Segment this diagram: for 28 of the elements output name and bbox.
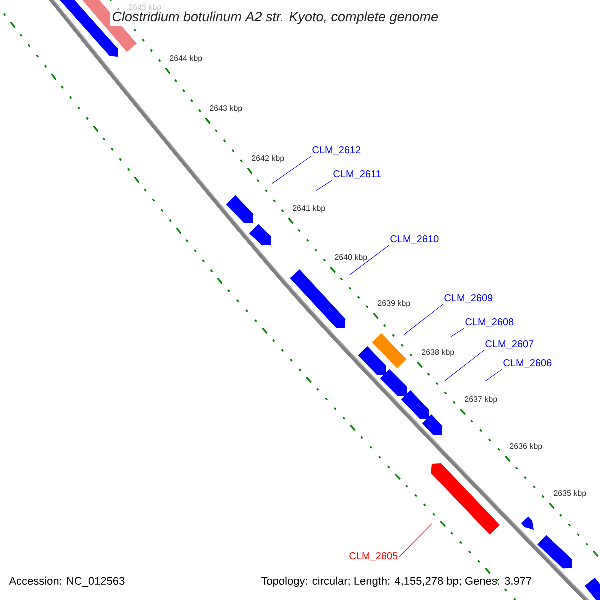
gene-label: CLM_2611 [334, 170, 381, 180]
footer-text: Accession: NC_012563 [9, 576, 125, 588]
tick-label: 2641 kbp [292, 204, 326, 214]
footer-text: Topology: circular; Length: 4,155,278 bp; Genes: 3,977 [261, 576, 532, 588]
leader-line [272, 156, 312, 184]
tick-label: 2635 kbp [553, 490, 588, 498]
leader-line [444, 350, 484, 382]
leader-line [486, 369, 502, 382]
leader-line [404, 304, 444, 336]
tick-label: 2644 kbp [169, 54, 204, 64]
tick-label: 2642 kbp [251, 154, 286, 164]
tick-label: 2640 kbp [334, 254, 368, 262]
tick-label: 2638 kbp [421, 348, 456, 358]
gene-label: CLM_2605 [350, 552, 398, 562]
tick-label: 2636 kbp [509, 442, 544, 452]
tick-label: 2643 kbp [209, 104, 244, 114]
leader-line [316, 180, 332, 192]
tick-label: 2639 kbp [377, 300, 412, 308]
gene-label: CLM_2612 [312, 146, 361, 156]
leader-line [350, 245, 390, 276]
tick-label: 2637 kbp [464, 396, 498, 404]
gene-label: CLM_2606 [504, 360, 552, 368]
gene-label: CLM_2610 [390, 236, 439, 244]
leader-line [450, 328, 464, 338]
leader-line [399, 524, 432, 558]
gene-label: CLM_2607 [486, 340, 534, 350]
gene-label: CLM_2609 [444, 294, 493, 304]
gene-label: CLM_2608 [466, 318, 514, 328]
